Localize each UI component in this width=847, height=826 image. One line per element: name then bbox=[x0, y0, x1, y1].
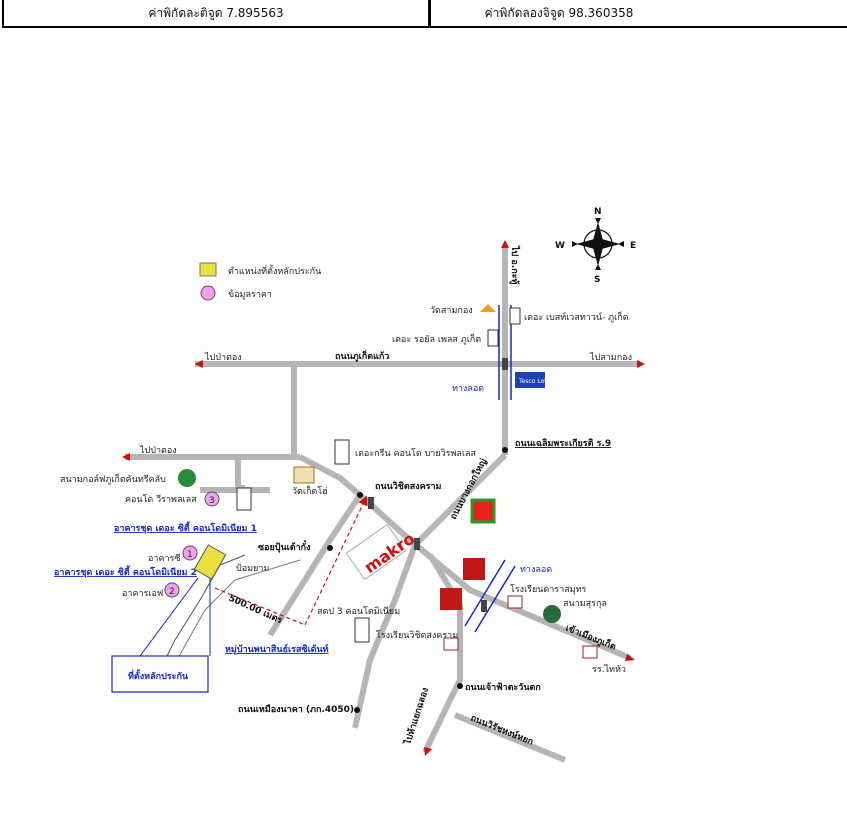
label-phuket-kaew: ถนนภูเก็ตแก้ว bbox=[335, 349, 389, 362]
subject-apt2-label: อาคารชุด เดอะ ซิตี้ คอนโดมิเนียม 2 bbox=[54, 565, 197, 578]
landmark-wat-ket-ho: วัดเก็ตโฮ่ bbox=[292, 484, 328, 497]
building-wira-icon bbox=[236, 487, 252, 511]
direction-arrows bbox=[122, 240, 645, 756]
road-muang-naka bbox=[352, 543, 418, 729]
legend-pink-circle-icon bbox=[200, 285, 216, 301]
road-chaloem bbox=[412, 452, 508, 548]
coordinates-header: ค่าพิกัดละติจูด 7.895563 ค่าพิกัดลองจิจู… bbox=[0, 0, 847, 29]
central-logo-2-icon bbox=[440, 588, 462, 610]
subject-location-label: ที่ตั้งหลักประกัน bbox=[128, 669, 189, 682]
legend: ตำแหน่งที่ตั้งหลักประกัน ข้อมูลราคา bbox=[199, 262, 321, 301]
label-turn-mid: ทางลอด bbox=[520, 565, 552, 575]
traffic-lights bbox=[368, 358, 508, 612]
subject-building-a: อาคารซี bbox=[148, 553, 180, 564]
road-wichit bbox=[298, 454, 632, 661]
temple-samkong-icon bbox=[480, 304, 496, 312]
road-soi bbox=[267, 493, 363, 637]
longitude-cell: ค่าพิกัดลองจิจูด 98.360358 bbox=[429, 0, 689, 28]
subject-area: อาคารชุด เดอะ ซิตี้ คอนโดมิเนียม 1 อาคาร… bbox=[54, 491, 368, 693]
label-kathu: ไป อ.กะทู้ bbox=[509, 245, 521, 284]
legend-collateral-label: ตำแหน่งที่ตั้งหลักประกัน bbox=[228, 264, 321, 277]
label-wirat: ถนนวิรัชหงษ์หยก bbox=[469, 712, 535, 748]
subject-boundary-2 bbox=[159, 559, 301, 691]
roads bbox=[125, 246, 640, 763]
label-to-patong-top: ไปป่าตอง bbox=[204, 352, 242, 363]
building-sapan3-icon bbox=[354, 617, 370, 643]
school-icon bbox=[443, 637, 459, 651]
label-wichit: ถนนวิชิตสงคราม bbox=[375, 481, 442, 492]
landmark-wat-samkong: วัดสามกอง bbox=[430, 306, 473, 316]
distance-label: 500.00 เมตร bbox=[227, 594, 284, 627]
label-to-patong-mid: ไปป่าตอง bbox=[139, 445, 177, 456]
subject-location-box bbox=[111, 655, 209, 693]
subject-pointer-line bbox=[139, 577, 199, 657]
lotus-logo-icon bbox=[515, 372, 545, 388]
central-logo-icon bbox=[463, 558, 485, 580]
building-bestwestern-icon bbox=[509, 307, 521, 325]
pin-3-label: 3 bbox=[209, 496, 215, 506]
landmark-green-condo: เดอะกรีน คอนโด บายวิรพลเลส bbox=[355, 448, 477, 459]
distance-dashed-1 bbox=[214, 587, 306, 626]
road-chalong bbox=[422, 553, 463, 754]
pin-2-icon bbox=[164, 582, 180, 598]
label-chaloem: ถนนเฉลิมพระเกียรติ ร.9 bbox=[515, 438, 611, 449]
makro-box bbox=[345, 523, 407, 581]
road-stub-1 bbox=[235, 457, 245, 491]
distance-dashed-2 bbox=[304, 495, 368, 626]
landmark-stadium: สนามสุรกุล bbox=[563, 599, 607, 609]
label-turn-top: ทางลอด bbox=[452, 384, 484, 394]
landmark-condo-wira: คอนโด วีราพลเลส bbox=[125, 494, 197, 505]
header-underline bbox=[689, 26, 847, 28]
legend-yellow-box-icon bbox=[199, 262, 217, 277]
label-to-chalong: ไปห้าแยกฉลอง bbox=[401, 686, 431, 747]
landmark-golf: สนามกอล์ฟภูเก็ตคันทรีคลับ bbox=[60, 472, 166, 485]
pin-2-label: 2 bbox=[169, 587, 175, 597]
building-royal-icon bbox=[487, 329, 499, 347]
latitude-cell: ค่าพิกัดละติจูด 7.895563 bbox=[2, 0, 431, 28]
subject-fence: ป้อมยาม bbox=[236, 563, 269, 574]
compass-s: S bbox=[594, 275, 600, 285]
label-muang-naka: ถนนเหมืองนาคา (ภก.4050) bbox=[238, 703, 354, 715]
lotus-logo-text: Tesco Lotus bbox=[518, 378, 554, 385]
temple-ket-ho-icon bbox=[293, 466, 315, 484]
subject-apt1-label: อาคารชุด เดอะ ซิตี้ คอนโดมิเนียม 1 bbox=[114, 521, 257, 534]
compass-w: W bbox=[555, 241, 565, 251]
landmark-hospital: รร.ไทหัว bbox=[592, 664, 626, 675]
pin-3-icon bbox=[204, 491, 220, 507]
label-to-samkong: ไปสามกอง bbox=[589, 352, 632, 363]
pin-1-label: 1 bbox=[187, 550, 193, 560]
compass-icon: N S E W bbox=[555, 207, 636, 285]
intersection-dots bbox=[327, 447, 508, 713]
landmark-school-wichit: โรงเรียนวิชิตสงคราม bbox=[376, 630, 458, 641]
school-dara-icon bbox=[507, 595, 523, 609]
landmark-bestwestern: เดอะ เบสท์เวสทาวน์- ภูเก็ต bbox=[524, 310, 629, 323]
subject-yellow-box-icon bbox=[193, 544, 227, 580]
label-soi: ซอยปุ้นเต้ากั๋ง bbox=[258, 540, 310, 553]
pin-1-icon bbox=[182, 545, 198, 561]
landmark-sapan3: สตป 3 คอนโดมิเนียม bbox=[317, 606, 400, 617]
subject-building-b: อาคารเอฟ bbox=[122, 589, 163, 599]
stadium-icon bbox=[543, 605, 561, 623]
store-green-red-icon bbox=[470, 498, 496, 524]
landmarks: วัดสามกอง เดอะ เบสท์เวสทาวน์- ภูเก็ต เดอ… bbox=[60, 304, 629, 675]
village-label: หมู่บ้านพนาสินธ์เรสซิเด้นท์ bbox=[225, 643, 329, 655]
landmark-school-dara: โรงเรียนดาราสมุทร bbox=[510, 584, 587, 595]
road-wirat bbox=[453, 712, 567, 763]
legend-price-label: ข้อมูลราคา bbox=[228, 289, 272, 300]
compass-e: E bbox=[630, 241, 636, 251]
building-green-condo-icon bbox=[334, 439, 350, 465]
compass-n: N bbox=[594, 207, 602, 217]
label-chaofa: ถนนเจ้าฟ้าตะวันตก bbox=[465, 682, 541, 693]
hospital-icon bbox=[582, 645, 598, 659]
landmark-royal: เดอะ รอยัล เพลส ภูเก็ต bbox=[392, 332, 481, 345]
golf-icon bbox=[178, 469, 196, 487]
